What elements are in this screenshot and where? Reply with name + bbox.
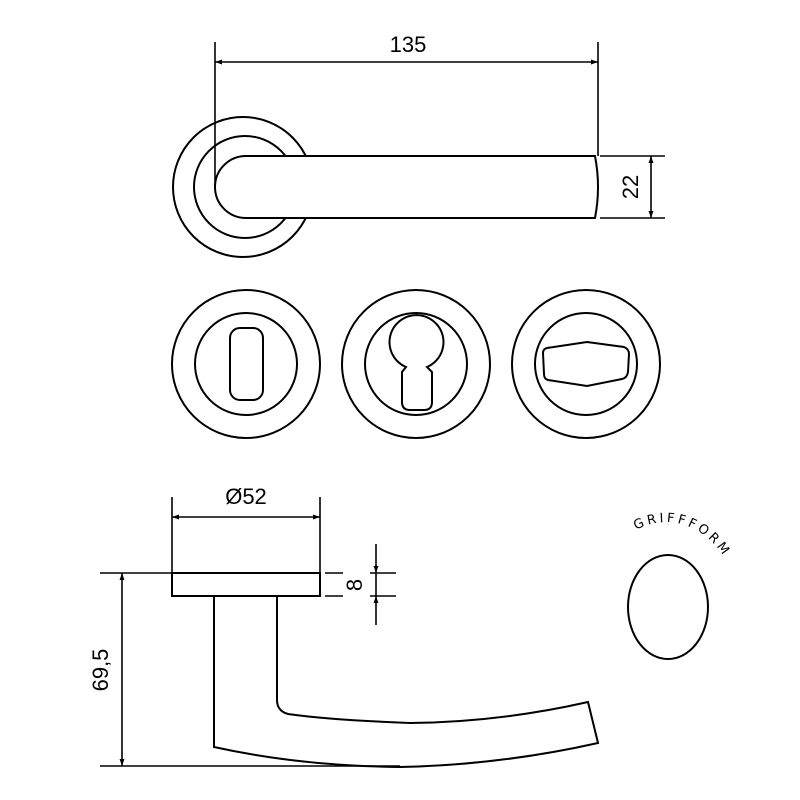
rosette-wc xyxy=(511,289,661,439)
cylinder-keyhole-icon xyxy=(388,314,445,411)
rosette-pz xyxy=(341,289,491,439)
dimension-height-label: 69,5 xyxy=(88,649,113,692)
grip-form: GRIFFFORM xyxy=(627,511,733,660)
grip-cross-section xyxy=(627,554,709,660)
lever-side xyxy=(213,596,600,769)
lever-top xyxy=(214,155,599,219)
side-view: Ø52 8 69,5 xyxy=(88,484,600,769)
bb-keyhole-icon xyxy=(229,327,264,401)
rosette-side xyxy=(171,572,321,597)
dimension-thickness-label: 22 xyxy=(618,175,643,199)
dimension-diameter-label: Ø52 xyxy=(225,484,267,509)
griffform-label: GRIFFFORM xyxy=(631,511,733,560)
dimension-rosette-height-label: 8 xyxy=(342,579,367,591)
rosette-bb xyxy=(171,289,321,439)
wc-turn-icon xyxy=(541,340,631,388)
dimension-length-label: 135 xyxy=(390,32,427,57)
top-view: 135 22 xyxy=(172,32,665,258)
